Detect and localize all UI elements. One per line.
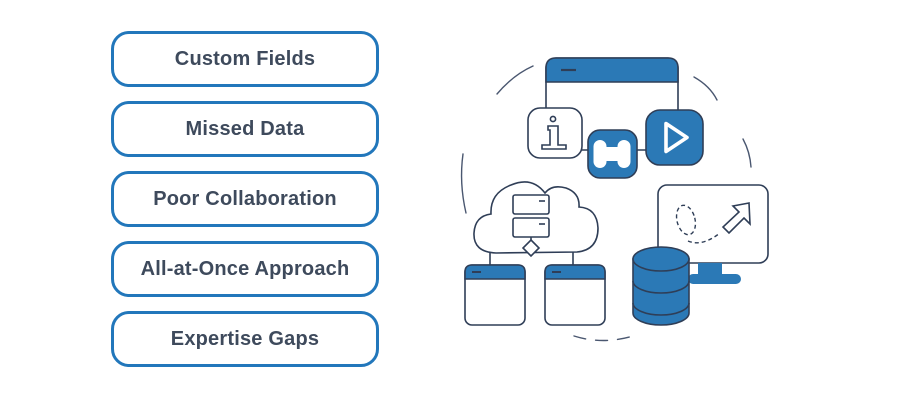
dashed-circle	[460, 65, 752, 342]
gamepad-icon	[587, 129, 638, 179]
monitor-stand	[698, 263, 722, 276]
problem-pill-poor-collaboration: Poor Collaboration	[111, 171, 379, 227]
problem-pill-custom-fields: Custom Fields	[111, 31, 379, 87]
cloud-servers-icon	[473, 181, 599, 266]
problem-label: Missed Data	[185, 117, 305, 140]
info-icon	[527, 107, 583, 159]
problem-pill-missed-data: Missed Data	[111, 101, 379, 157]
app-window-icon	[464, 264, 526, 326]
monitor-arrow-icon	[657, 184, 769, 284]
app-window-icon	[544, 264, 606, 326]
monitor-base	[688, 274, 741, 284]
problem-list: Custom Fields Missed Data Poor Collabora…	[111, 31, 379, 367]
problem-label: Expertise Gaps	[170, 327, 320, 350]
database-icon	[632, 246, 690, 326]
problem-pill-expertise-gaps: Expertise Gaps	[111, 311, 379, 367]
play-icon	[645, 109, 704, 166]
problem-label: All-at-Once Approach	[140, 257, 350, 280]
problem-pill-all-at-once: All-at-Once Approach	[111, 241, 379, 297]
problem-label: Poor Collaboration	[153, 187, 337, 210]
problem-label: Custom Fields	[174, 47, 316, 70]
